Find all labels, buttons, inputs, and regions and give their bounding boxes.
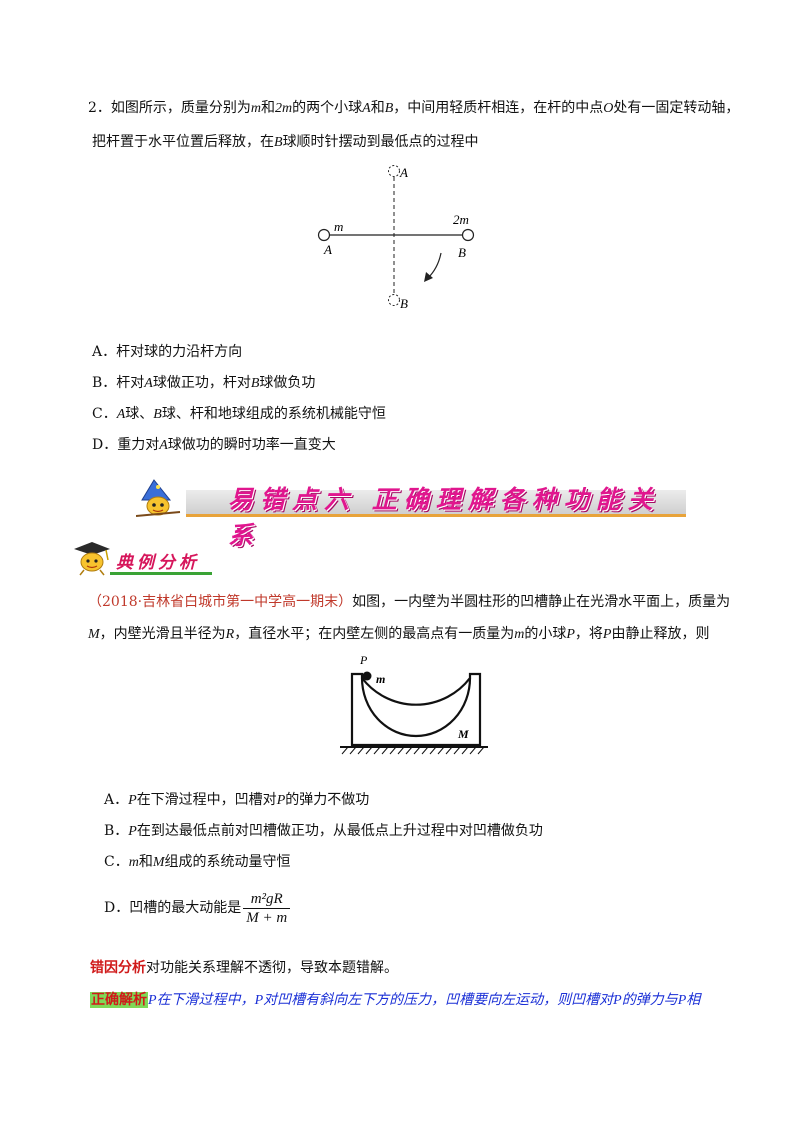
- label-m: m: [334, 219, 343, 234]
- example-option-c[interactable]: C．m和M组成的系统动量守恒: [104, 854, 291, 870]
- rotation-arrow: [427, 252, 442, 279]
- label-M: M: [457, 727, 469, 741]
- q2-option-a[interactable]: A．杆对球的力沿杆方向: [92, 344, 243, 360]
- example-option-b[interactable]: B．P在到达最低点前对凹槽做正功，从最低点上升过程中对凹槽做负功: [104, 823, 543, 839]
- ball-a-top-position: [388, 165, 400, 177]
- scholar-mascot-icon: [74, 542, 110, 576]
- label-2m: 2m: [453, 212, 469, 227]
- q2-option-b[interactable]: B．杆对A球做正功，杆对B球做负功: [92, 375, 316, 391]
- correct-analysis-tag: 正确解析: [90, 992, 148, 1008]
- section-title-block: 典例分析: [70, 540, 212, 576]
- wizard-mascot-icon: [136, 479, 181, 517]
- correct-analysis: 正确解析P在下滑过程中，P对凹槽有斜向左下方的压力，凹槽要向左运动，则凹槽对P的…: [90, 992, 701, 1008]
- question-2-line-2: 把杆置于水平位置后释放，在B球顺时针摆动到最低点的过程中: [92, 134, 479, 150]
- example-line-1: （2018·吉林省白城市第一中学高一期末）如图，一内壁为半圆柱形的凹槽静止在光滑…: [88, 594, 731, 610]
- section-title: 典例分析: [116, 553, 200, 573]
- label-a-left: A: [323, 242, 332, 257]
- example-line-2: M，内壁光滑且半径为R，直径水平；在内壁左侧的最高点有一质量为m的小球P，将P由…: [88, 626, 710, 642]
- banner-bar: [186, 490, 686, 517]
- example-option-a[interactable]: A．P在下滑过程中，凹槽对P的弹力不做功: [104, 792, 370, 808]
- ground-hatch: [341, 746, 485, 755]
- q2-option-d[interactable]: D．重力对A球做功的瞬时功率一直变大: [92, 437, 336, 453]
- ball-b: [461, 228, 475, 242]
- label-p: P: [359, 653, 368, 667]
- ball-b-bottom-position: [388, 294, 400, 306]
- label-b-bottom: B: [400, 296, 408, 311]
- groove-inner-arc: [360, 677, 472, 738]
- banner-title: 易错点六 正确理解各种功能关系: [228, 485, 660, 550]
- label-m-small: m: [376, 672, 385, 686]
- ball-p: [362, 671, 372, 681]
- label-a-top: A: [399, 165, 408, 180]
- error-analysis: 错因分析对功能关系理解不透彻，导致本题错解。: [90, 960, 398, 976]
- error-analysis-tag: 错因分析: [90, 960, 146, 976]
- section-underline: [110, 572, 212, 575]
- rod-diagram: A m A 2m B B: [317, 165, 475, 311]
- ball-a: [317, 228, 331, 242]
- example-source: （2018·吉林省白城市第一中学高一期末）: [88, 594, 353, 610]
- question-2-line-1: 2．如图所示，质量分别为m和2m的两个小球A和B，中间用轻质杆相连，在杆的中点O…: [88, 100, 740, 116]
- error-point-banner: 易错点六 正确理解各种功能关系: [136, 478, 688, 550]
- groove-body: [350, 672, 482, 747]
- label-b-right: B: [458, 245, 466, 260]
- q2-option-c[interactable]: C．A球、B球、杆和地球组成的系统机械能守恒: [92, 406, 386, 422]
- groove-diagram: P m M: [340, 653, 488, 755]
